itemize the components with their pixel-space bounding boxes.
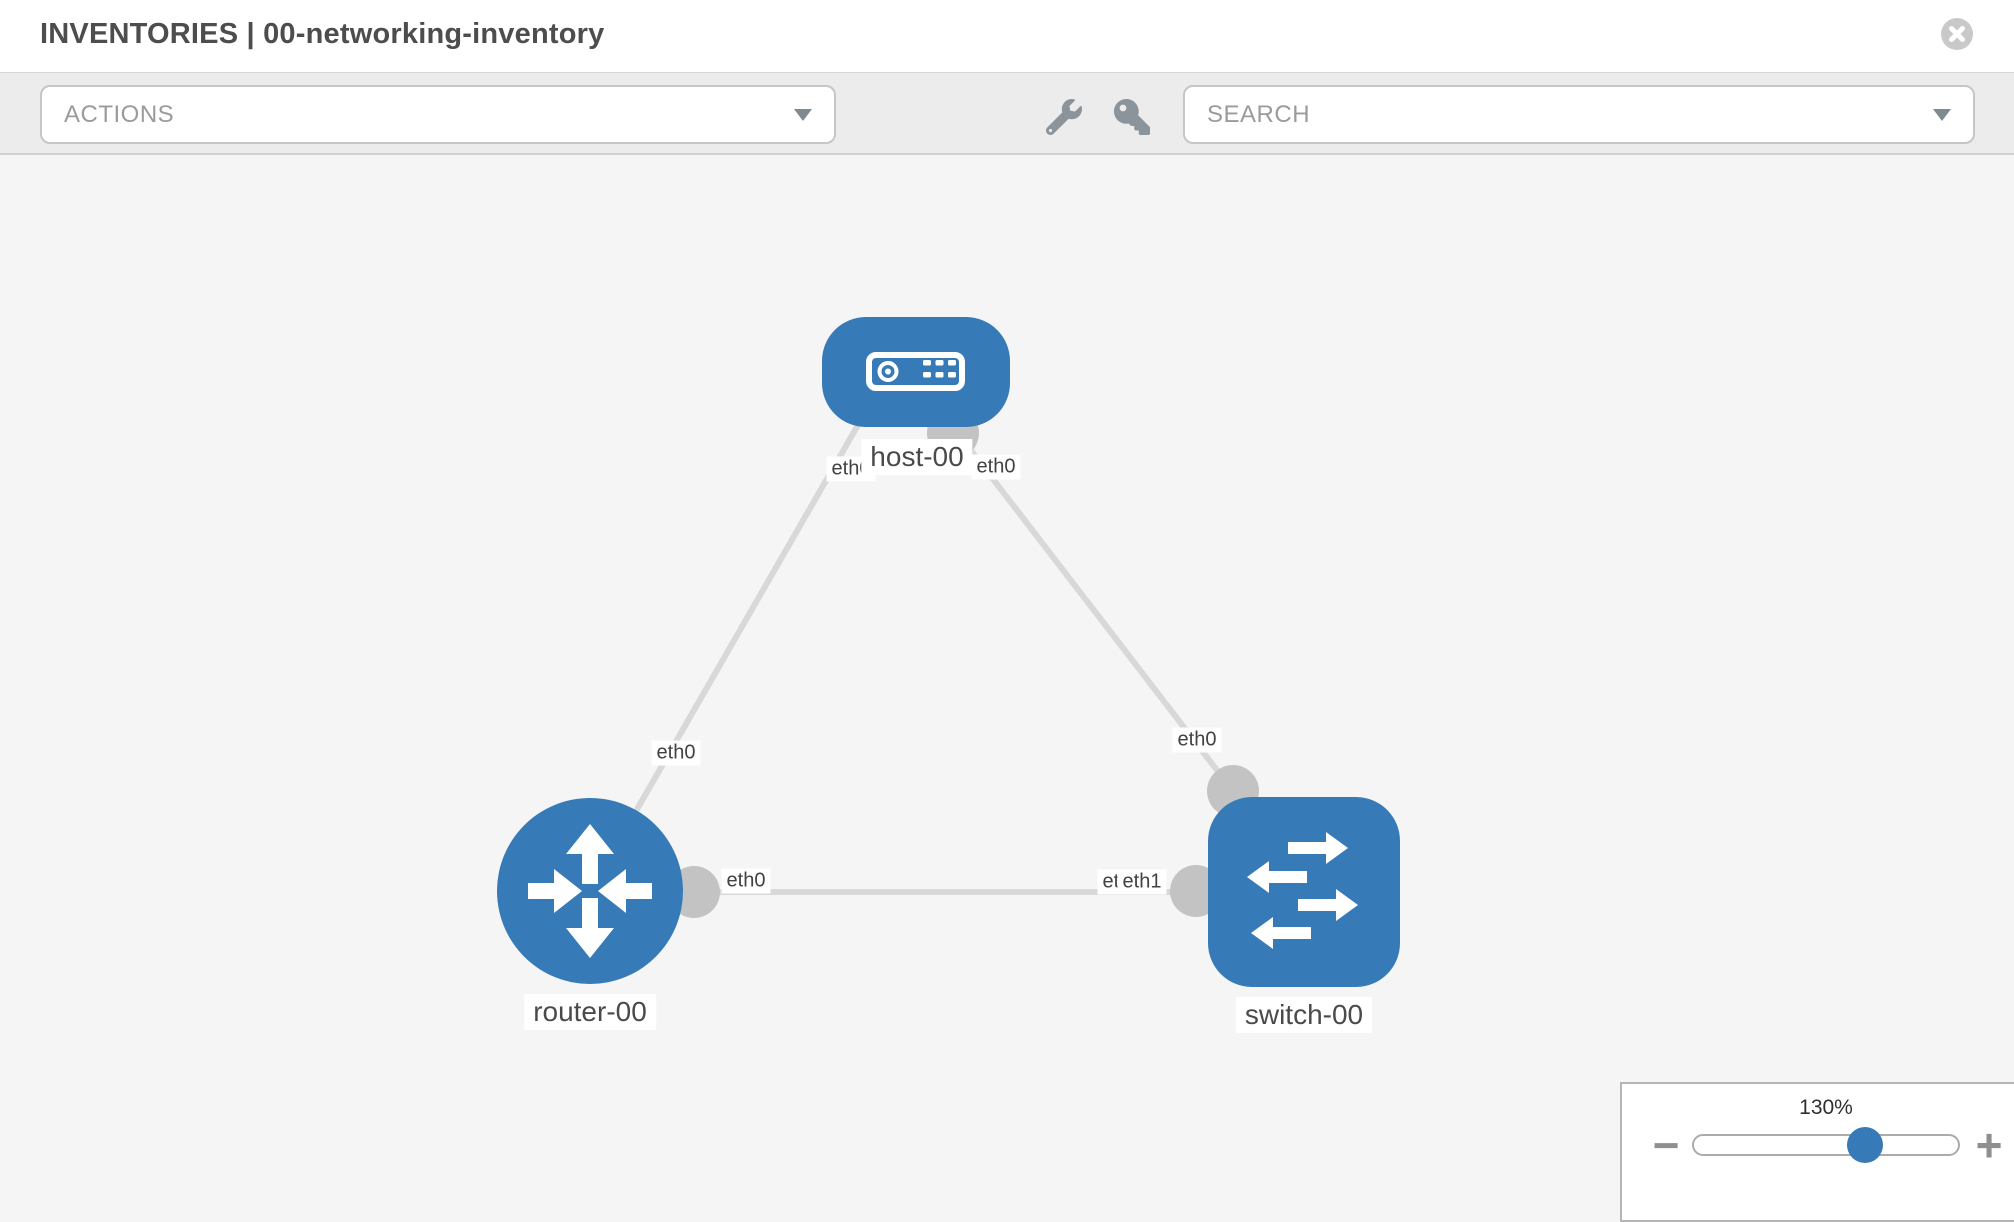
- header: INVENTORIES | 00-networking-inventory: [0, 0, 2014, 72]
- router-icon: [528, 824, 652, 958]
- zoom-panel: 130% − +: [1620, 1082, 2014, 1222]
- zoom-slider-track[interactable]: [1692, 1134, 1960, 1156]
- interface-label: eth1: [1117, 869, 1167, 895]
- chevron-down-icon: [1933, 108, 1951, 121]
- chevron-down-icon: [794, 108, 812, 121]
- wrench-icon[interactable]: [1046, 99, 1082, 135]
- actions-dropdown-label: ACTIONS: [64, 100, 175, 128]
- node-label-switch-00: switch-00: [1235, 997, 1373, 1033]
- interface-label: eth0: [721, 868, 771, 894]
- zoom-out-button[interactable]: −: [1652, 1119, 1680, 1171]
- search-dropdown[interactable]: SEARCH: [1183, 85, 1975, 144]
- interface-label: eth0: [651, 740, 701, 766]
- host-icon: [866, 352, 965, 391]
- interface-label: eth0: [826, 456, 876, 482]
- zoom-slider-thumb[interactable]: [1847, 1127, 1883, 1163]
- interface-label: eth0: [971, 454, 1021, 480]
- zoom-in-button[interactable]: +: [1975, 1119, 2003, 1171]
- actions-dropdown[interactable]: ACTIONS: [40, 85, 836, 144]
- switch-icon: [1247, 832, 1358, 949]
- node-label-host-00: host-00: [861, 439, 973, 475]
- search-dropdown-label: SEARCH: [1207, 100, 1311, 128]
- node-host-00[interactable]: [822, 317, 1010, 427]
- key-icon[interactable]: [1114, 99, 1150, 135]
- page-title: INVENTORIES | 00-networking-inventory: [40, 18, 605, 50]
- zoom-percentage: 130%: [1799, 1096, 1853, 1119]
- node-label-router-00: router-00: [524, 994, 656, 1030]
- node-switch-00[interactable]: [1208, 797, 1400, 987]
- close-icon[interactable]: [1941, 18, 1973, 50]
- toolbar: ACTIONS SEARCH: [0, 72, 2014, 155]
- interface-label: eth0: [1172, 727, 1222, 753]
- node-router-00[interactable]: [497, 798, 683, 984]
